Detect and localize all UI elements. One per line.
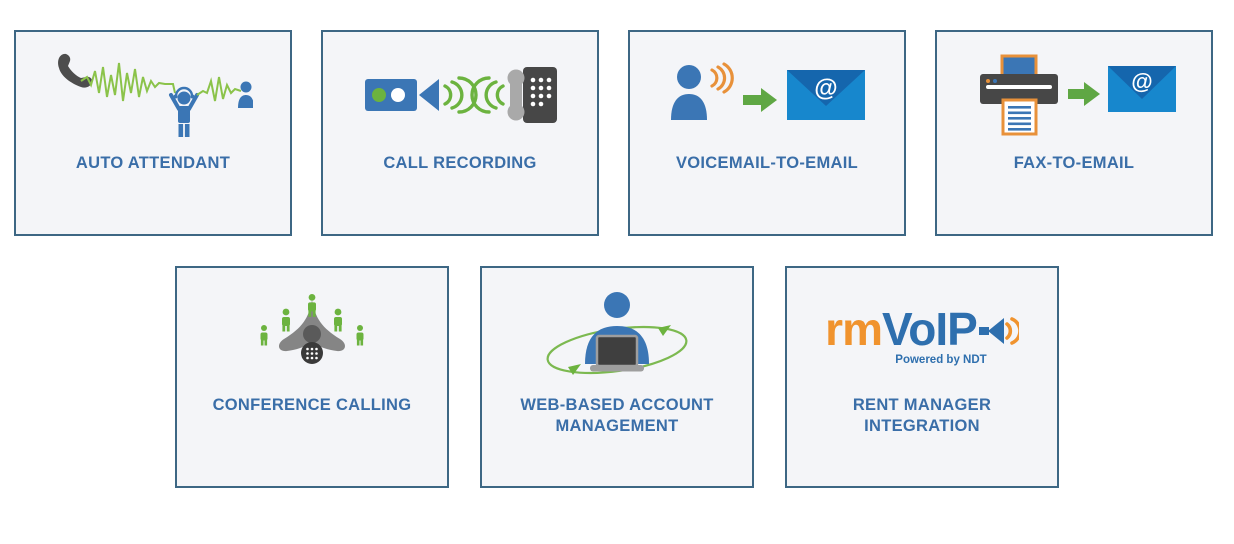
speaker-icon — [978, 317, 1019, 345]
features-row-top: AUTO ATTENDANT — [0, 30, 1234, 236]
call-recording-icon — [364, 67, 557, 123]
card-label-auto-attendant: AUTO ATTENDANT — [75, 154, 231, 172]
card-label-web-based-account-management: WEB-BASED ACCOUNT MANAGEMENT — [520, 396, 714, 436]
conference-calling-icon-box — [252, 290, 372, 382]
card-label-rent-manager-integration: RENT MANAGER INTEGRATION — [852, 396, 992, 436]
voicemail-to-email-icon: @ — [671, 62, 865, 120]
card-label-conference-calling: CONFERENCE CALLING — [212, 396, 412, 414]
svg-text:@: @ — [1131, 69, 1152, 94]
web-based-account-management-icon-box — [542, 290, 692, 382]
rmvoip-logo-voip-text: VoIP — [881, 303, 978, 355]
card-label-call-recording: CALL RECORDING — [383, 154, 537, 172]
conference-calling-icon — [260, 294, 364, 364]
card-label-voicemail-to-email: VOICEMAIL-TO-EMAIL — [675, 154, 858, 172]
card-fax-to-email[interactable]: @ FAX-TO-EMAIL — [935, 30, 1213, 236]
card-auto-attendant[interactable]: AUTO ATTENDANT — [14, 30, 292, 236]
card-conference-calling[interactable]: CONFERENCE CALLING — [175, 266, 449, 488]
web-based-account-management-icon — [546, 292, 688, 375]
auto-attendant-icon — [58, 53, 253, 137]
rmvoip-logo-tagline: Powered by NDT — [895, 354, 987, 366]
card-web-based-account-management[interactable]: WEB-BASED ACCOUNT MANAGEMENT — [480, 266, 754, 488]
auto-attendant-icon-box — [53, 50, 253, 140]
fax-to-email-icon-box: @ — [972, 50, 1177, 140]
card-call-recording[interactable]: CALL RECORDING — [321, 30, 599, 236]
card-voicemail-to-email[interactable]: @ VOICEMAIL-TO-EMAIL — [628, 30, 906, 236]
call-recording-icon-box — [363, 50, 558, 140]
features-row-bottom: CONFERENCE CALLING WEB-BASED ACCOUNT MAN… — [0, 266, 1234, 488]
rmvoip-logo-rm-text: rm — [825, 303, 883, 355]
svg-text:@: @ — [814, 75, 837, 102]
card-label-fax-to-email: FAX-TO-EMAIL — [1013, 154, 1135, 172]
features-grid: AUTO ATTENDANT — [0, 30, 1234, 488]
voicemail-to-email-icon-box: @ — [667, 50, 867, 140]
fax-to-email-icon: @ — [979, 54, 1176, 136]
